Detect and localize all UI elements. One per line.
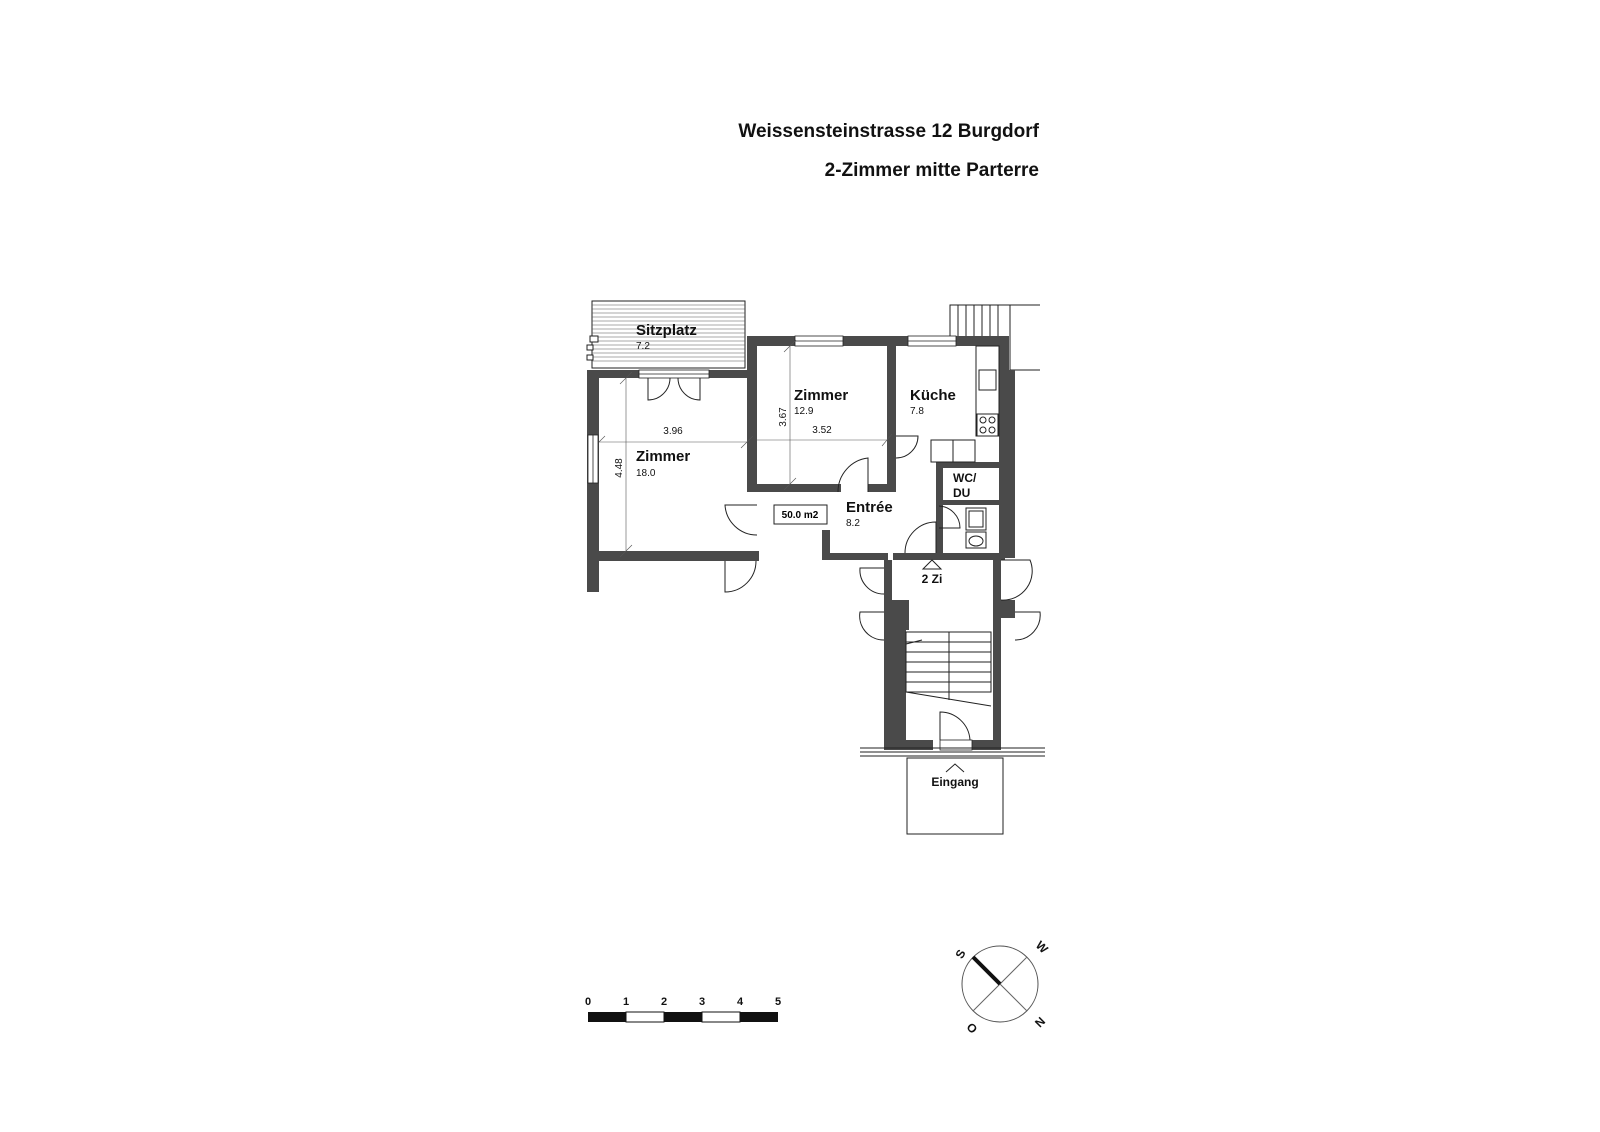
dim-zimmer-mid-width: 3.52 bbox=[812, 425, 832, 436]
unit-entry-label: 2 Zi bbox=[922, 572, 943, 586]
doors bbox=[647, 377, 1041, 741]
total-area-label: 50.0 m2 bbox=[782, 510, 819, 521]
compass-label-s: S bbox=[952, 947, 968, 961]
wc-fixtures bbox=[965, 507, 987, 549]
compass-rose-icon: S W N O bbox=[952, 938, 1051, 1036]
scale-segment-1 bbox=[625, 1011, 665, 1023]
scale-segment-3 bbox=[701, 1011, 741, 1023]
compass-label-n: N bbox=[1032, 1014, 1048, 1030]
room-name-kueche: Küche bbox=[910, 387, 956, 404]
scale-segment-2 bbox=[664, 1012, 702, 1022]
scale-bar: 0 1 2 3 4 5 bbox=[585, 996, 781, 1023]
total-area-box bbox=[773, 504, 828, 525]
scale-label-4: 4 bbox=[737, 996, 744, 1008]
room-area-zimmer-mid: 12.9 bbox=[794, 406, 814, 417]
exterior bbox=[779, 560, 1045, 835]
room-area-kueche: 7.8 bbox=[910, 406, 924, 417]
dim-zimmer-left-width: 3.96 bbox=[663, 426, 683, 437]
room-name-entree: Entrée bbox=[846, 499, 893, 516]
room-name-zimmer-left: Zimmer bbox=[636, 448, 690, 465]
room-name-wc-line2: DU bbox=[953, 486, 970, 500]
entrance-marker-icon bbox=[945, 763, 965, 773]
plan-title-unit: 2-Zimmer mitte Parterre bbox=[825, 160, 1039, 181]
room-area-zimmer-left: 18.0 bbox=[636, 468, 656, 479]
windows bbox=[587, 335, 973, 751]
room-name-wc-line1: WC/ bbox=[953, 471, 977, 485]
upper-stair-fragment bbox=[949, 304, 1040, 371]
stairs bbox=[905, 631, 992, 707]
plan-title-address: Weissensteinstrasse 12 Burgdorf bbox=[738, 121, 1039, 142]
scale-label-0: 0 bbox=[585, 996, 591, 1008]
unit-entry-marker-icon bbox=[921, 559, 943, 570]
compass-label-o: O bbox=[964, 1020, 981, 1037]
room-name-sitzplatz: Sitzplatz bbox=[636, 322, 697, 339]
entrance-label: Eingang bbox=[931, 775, 978, 789]
room-area-sitzplatz: 7.2 bbox=[636, 341, 650, 352]
dim-zimmer-mid-depth: 3.67 bbox=[778, 407, 789, 427]
scale-label-3: 3 bbox=[699, 996, 705, 1008]
scale-label-5: 5 bbox=[775, 996, 781, 1008]
room-area-entree: 8.2 bbox=[846, 518, 860, 529]
scale-label-1: 1 bbox=[623, 996, 629, 1008]
dim-zimmer-left-depth: 4.48 bbox=[614, 458, 625, 478]
scale-segment-4 bbox=[740, 1012, 778, 1022]
kitchen-fixtures bbox=[930, 345, 1000, 463]
dimension-lines bbox=[598, 339, 893, 558]
room-name-zimmer-mid: Zimmer bbox=[794, 387, 848, 404]
scale-segment-0 bbox=[588, 1012, 626, 1022]
scale-label-2: 2 bbox=[661, 996, 667, 1008]
sitzplatz-terrace bbox=[586, 300, 746, 369]
compass-label-w: W bbox=[1033, 938, 1051, 956]
